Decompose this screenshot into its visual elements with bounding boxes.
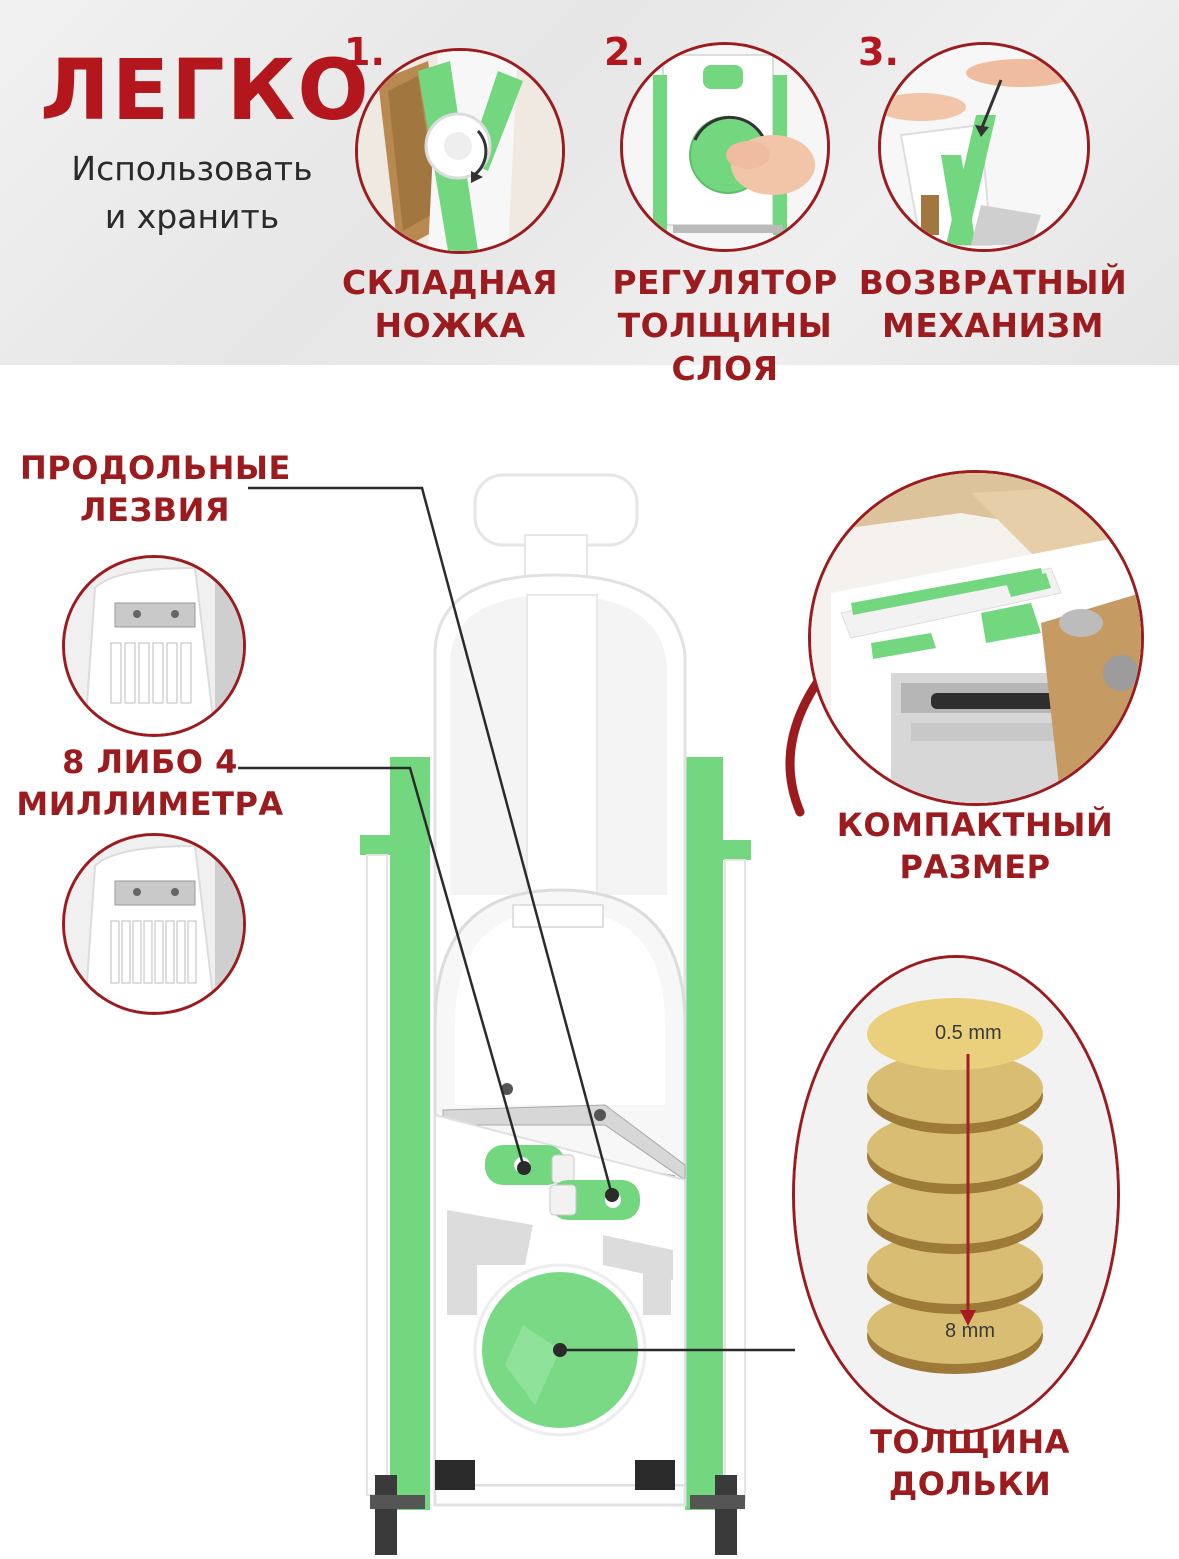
hero-subtitle-line2: и хранить bbox=[104, 196, 280, 236]
blades-caption-line2: ЛЕЗВИЯ bbox=[80, 490, 230, 529]
mandoline-slicer-illustration bbox=[355, 465, 755, 1555]
step-3-caption: ВОЗВРАТНЫЙ МЕХАНИЗМ bbox=[858, 262, 1128, 348]
blade-size-caption: 8 ЛИБО 4 МИЛЛИМЕТРА bbox=[10, 742, 290, 825]
step-2-number: 2. bbox=[604, 30, 645, 74]
step-2-caption-line1: РЕГУЛЯТОР bbox=[612, 263, 838, 302]
slice-thickness-caption-line1: ТОЛЩИНА bbox=[870, 1423, 1070, 1461]
step-3-caption-line1: ВОЗВРАТНЫЙ bbox=[858, 263, 1128, 302]
step-2-caption: РЕГУЛЯТОР ТОЛЩИНЫ СЛОЯ bbox=[600, 262, 850, 391]
step-2-caption-line3: СЛОЯ bbox=[671, 348, 779, 388]
blade-8mm-photo bbox=[62, 555, 246, 737]
step-1-photo-folding-leg bbox=[355, 48, 565, 254]
step-1-caption-line2: НОЖКА bbox=[374, 305, 526, 345]
slice-thickness-diagram: 0.5 mm 8 mm bbox=[792, 955, 1120, 1434]
step-1-caption-line1: СКЛАДНАЯ bbox=[341, 263, 559, 302]
hero-title: ЛЕГКО bbox=[40, 41, 371, 139]
step-1-number: 1. bbox=[344, 30, 385, 74]
step-3-caption-line2: МЕХАНИЗМ bbox=[882, 305, 1104, 345]
step-3-photo-return-mechanism bbox=[878, 42, 1090, 252]
step-3-number: 3. bbox=[858, 30, 899, 74]
hero-subtitle: Использовать и хранить bbox=[42, 145, 342, 241]
compact-size-caption-line2: РАЗМЕР bbox=[899, 847, 1051, 886]
thickness-min-label: 0.5 mm bbox=[935, 1022, 1002, 1044]
blade-4mm-photo bbox=[62, 833, 246, 1015]
step-2-caption-line2: ТОЛЩИНЫ bbox=[617, 305, 833, 345]
slice-thickness-caption: ТОЛЩИНА ДОЛЬКИ bbox=[855, 1422, 1085, 1505]
hero-subtitle-line1: Использовать bbox=[71, 149, 313, 188]
thickness-max-label: 8 mm bbox=[945, 1320, 995, 1342]
compact-size-caption-line1: КОМПАКТНЫЙ bbox=[836, 806, 1114, 844]
blade-size-caption-line2: МИЛЛИМЕТРА bbox=[16, 784, 284, 823]
step-2-photo-thickness-dial bbox=[620, 42, 830, 252]
drawer-storage-photo bbox=[808, 470, 1144, 806]
compact-size-caption: КОМПАКТНЫЙ РАЗМЕР bbox=[830, 805, 1120, 888]
step-1-caption: СКЛАДНАЯ НОЖКА bbox=[330, 262, 570, 348]
blades-caption-line1: ПРОДОЛЬНЫЕ bbox=[20, 449, 291, 487]
blade-size-caption-line1: 8 ЛИБО 4 bbox=[62, 743, 238, 781]
blades-caption: ПРОДОЛЬНЫЕ ЛЕЗВИЯ bbox=[20, 448, 290, 531]
slice-thickness-caption-line2: ДОЛЬКИ bbox=[888, 1464, 1052, 1503]
